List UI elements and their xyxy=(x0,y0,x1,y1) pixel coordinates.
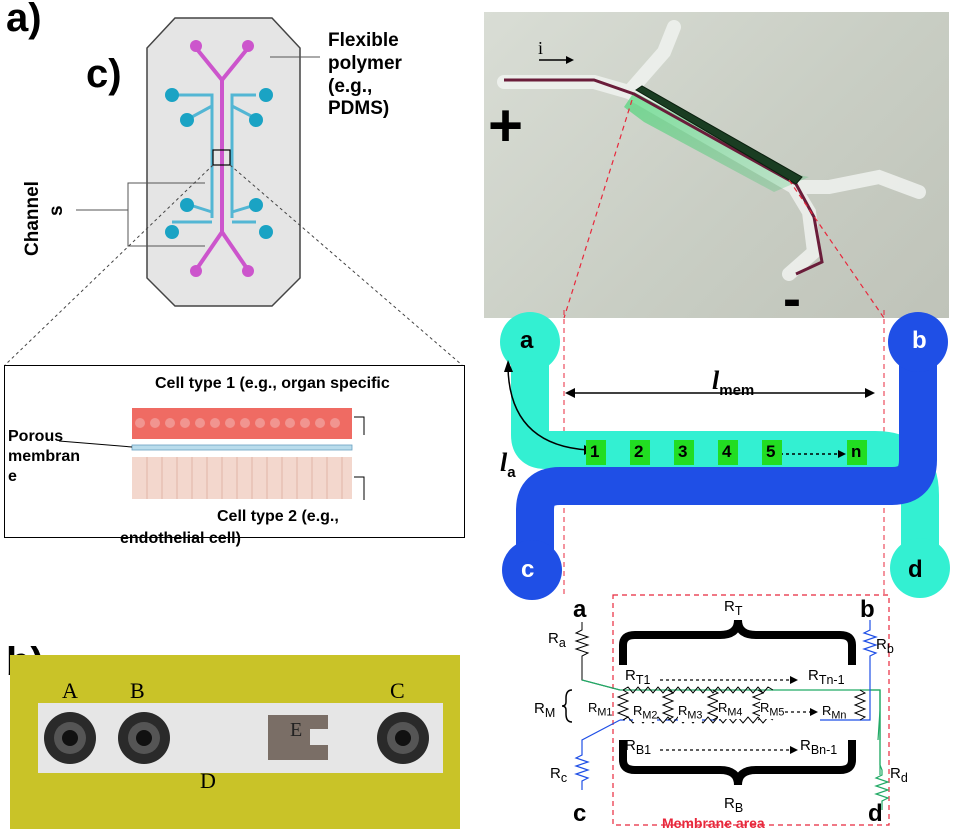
port-b-label: b xyxy=(912,327,927,354)
board-pad-e-label: E xyxy=(290,719,303,741)
port-b-circle xyxy=(888,312,948,372)
zoom-box xyxy=(212,149,231,166)
zoom-line-left xyxy=(4,164,214,366)
Rd-label: Rd xyxy=(890,765,908,785)
minus-sign: - xyxy=(783,269,801,329)
RM-label: RM xyxy=(534,700,556,720)
port-d-label: d xyxy=(908,556,923,583)
blue-channel xyxy=(516,345,937,565)
Rc-label: Rc xyxy=(550,765,568,785)
electrode-1-label: 1 xyxy=(590,442,600,461)
port-a-circle xyxy=(500,312,560,372)
board-photo xyxy=(10,655,460,829)
Ra-label: Ra xyxy=(548,630,566,650)
cell-detail-box xyxy=(4,365,465,538)
electrode-5 xyxy=(762,440,782,465)
cell-layer-2 xyxy=(132,457,352,499)
RB-label: RB xyxy=(724,795,744,815)
porous-membrane-label: Porous membran e xyxy=(8,428,81,485)
cell-layer-2-cells xyxy=(146,457,343,499)
membrane-area-box xyxy=(612,594,890,826)
cell-type-2-label: Cell type 2 (e.g., xyxy=(217,508,339,525)
RM1-label: RM1 xyxy=(588,700,613,719)
electrode-4-label: 4 xyxy=(722,442,732,461)
l-mem-label: lmem xyxy=(712,366,755,400)
cell-type-1-label: Cell type 1 (e.g., organ specific xyxy=(155,375,390,392)
cell-layers xyxy=(58,408,365,500)
RT1-label: RT1 xyxy=(625,667,651,687)
plus-sign: + xyxy=(488,92,524,159)
chip-schematic xyxy=(4,17,463,366)
board-strip xyxy=(38,703,443,773)
port-a-label: a xyxy=(520,327,534,354)
electrode-4 xyxy=(718,440,738,465)
channels-label-s: s xyxy=(46,205,67,216)
node-a-label: a xyxy=(573,596,587,623)
board-port-c-label: C xyxy=(390,678,405,703)
electrode-2-label: 2 xyxy=(634,442,644,461)
main-channel xyxy=(194,46,250,272)
port-c xyxy=(377,712,429,764)
RM5-label: RM5 xyxy=(760,700,785,719)
RTn1-label: RTn-1 xyxy=(808,667,845,687)
board-port-a-label: A xyxy=(62,678,78,703)
channels-label-rot: Channel xyxy=(22,181,43,256)
RBn1-label: RBn-1 xyxy=(800,737,838,757)
teal-ports xyxy=(165,88,273,239)
chip-photo xyxy=(484,12,949,318)
channels-bracket xyxy=(127,182,205,247)
node-d-label: d xyxy=(868,800,883,827)
board-port-b-label: B xyxy=(130,678,145,703)
node-c-label: c xyxy=(573,800,587,827)
chip-photo-art xyxy=(497,20,926,318)
RM4-label: RM4 xyxy=(718,700,743,719)
electrode-3-label: 3 xyxy=(678,442,688,461)
electrode-5-label: 5 xyxy=(766,442,776,461)
panel-a-label: a) xyxy=(6,0,42,40)
port-a xyxy=(44,712,96,764)
electrode-strip xyxy=(635,85,803,185)
electrode-3 xyxy=(674,440,694,465)
cell-type-2-label-2: endothelial cell) xyxy=(120,530,241,547)
board-label-d: D xyxy=(200,768,216,793)
port-c-circle xyxy=(502,540,562,600)
side-channels xyxy=(172,93,256,224)
electrode-2 xyxy=(630,440,650,465)
RM3-label: RM3 xyxy=(678,703,703,722)
node-b-label: b xyxy=(860,596,875,623)
RB1-label: RB1 xyxy=(625,737,652,757)
panel-c-label: c) xyxy=(86,52,122,96)
porous-membrane xyxy=(131,444,353,451)
electrode-1 xyxy=(586,440,606,465)
RT-label: RT xyxy=(724,598,743,618)
current-label: i xyxy=(538,38,544,58)
port-d-circle xyxy=(890,538,950,598)
port-b xyxy=(118,712,170,764)
magenta-ports xyxy=(190,40,254,277)
membrane-area-label: Membrane area xyxy=(662,815,765,831)
channel-diagram xyxy=(500,310,950,600)
RMn-label: RMn xyxy=(822,703,847,722)
cell-layer-1-cells xyxy=(135,418,340,428)
RM2-label: RM2 xyxy=(633,703,658,722)
circuit-diagram xyxy=(561,594,890,826)
electrode-n xyxy=(847,440,867,465)
pad-e xyxy=(268,715,328,760)
flexible-polymer-label: Flexible polymer (e.g., PDMS) xyxy=(328,30,402,120)
port-c-label: c xyxy=(521,556,535,583)
Rb-label: Rb xyxy=(876,636,894,656)
l-a-label: la xyxy=(500,448,516,482)
electrode-n-label: n xyxy=(851,442,862,461)
